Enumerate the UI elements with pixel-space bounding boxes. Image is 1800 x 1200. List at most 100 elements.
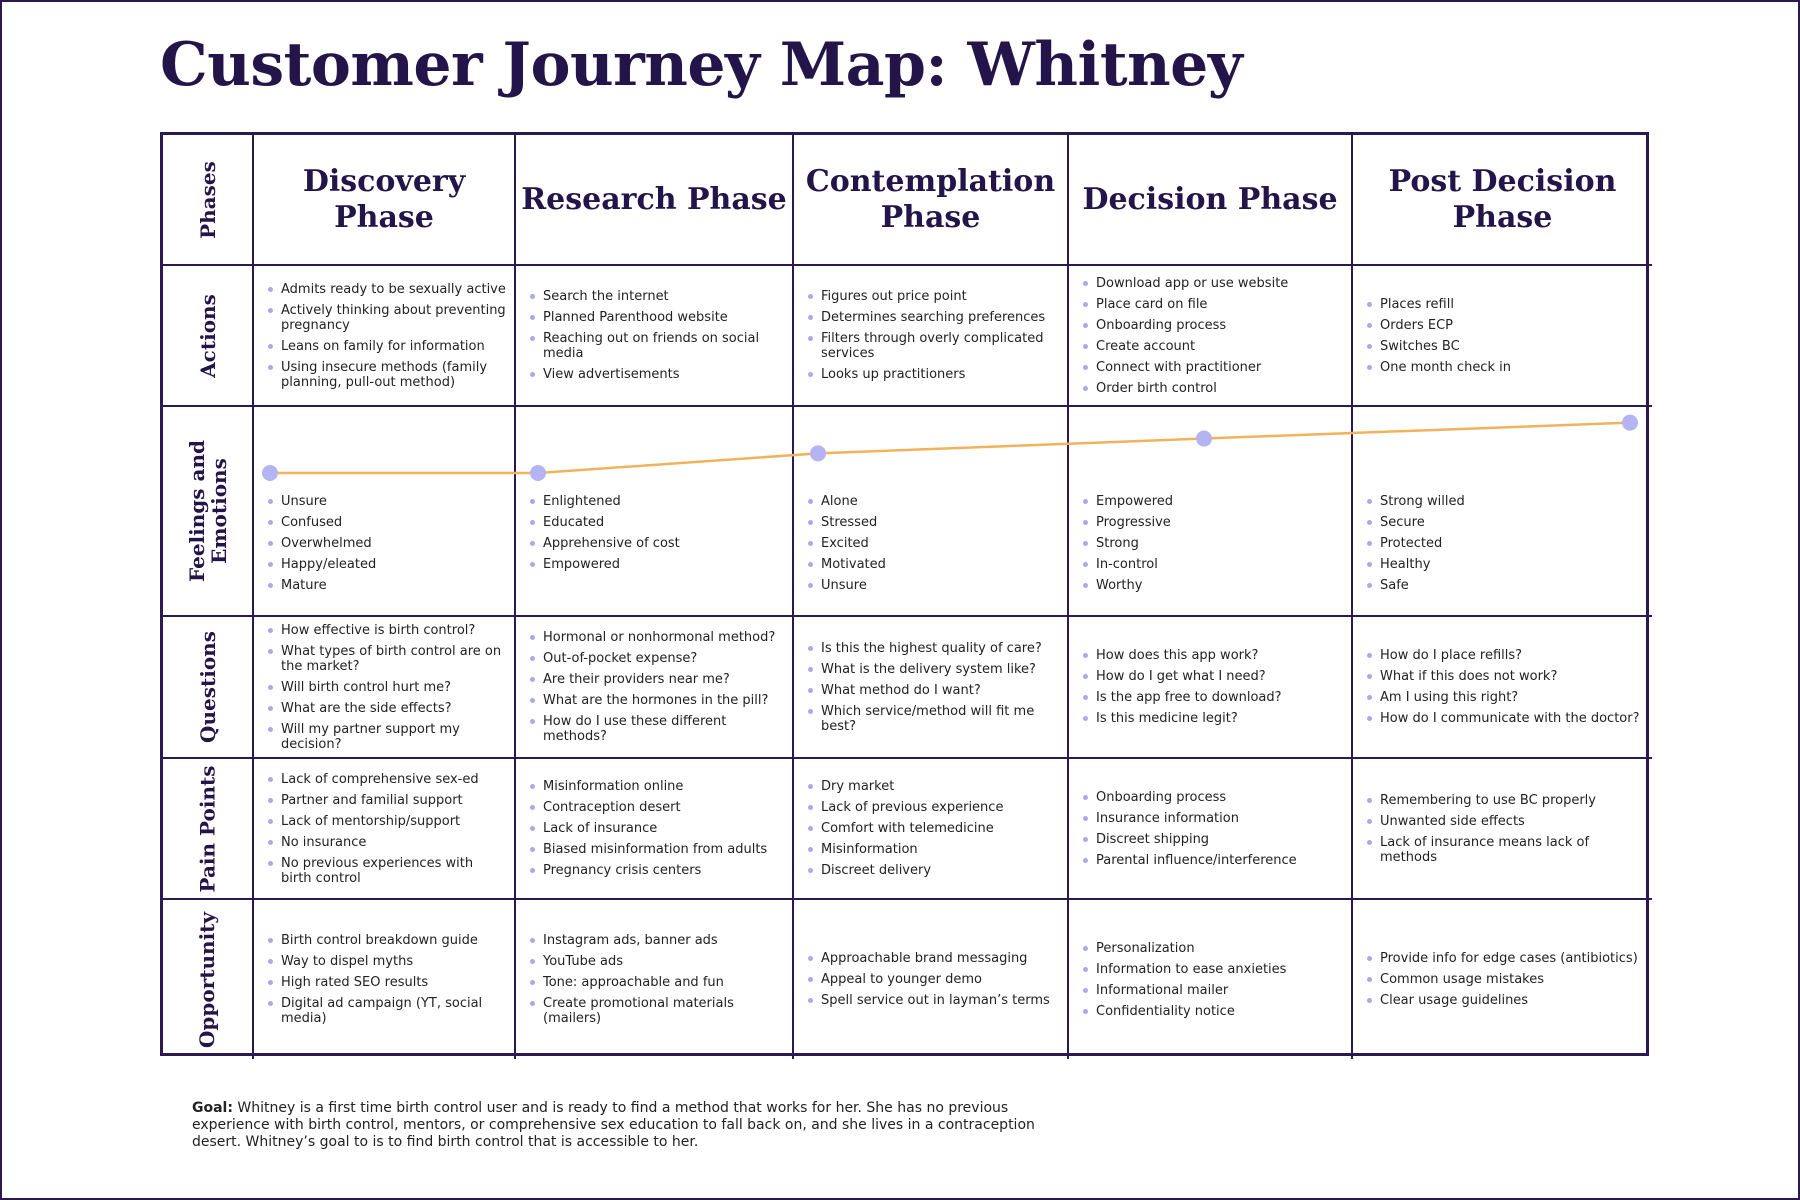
questions-list: How effective is birth control? What type… [268, 623, 506, 752]
list-item: What types of birth control are on the m… [268, 644, 506, 674]
phase-header-research-phase: Research Phase [516, 135, 794, 266]
list-item: Misinformation online [530, 779, 784, 794]
list-item: How effective is birth control? [268, 623, 506, 638]
list-item: Lack of insurance [530, 821, 784, 836]
list-item: Reaching out on friends on social media [530, 331, 784, 361]
list-item: Progressive [1083, 515, 1343, 530]
list-item: Orders ECP [1367, 318, 1644, 333]
list-item: One month check in [1367, 360, 1644, 375]
questions-cell-post-decision-phase: How do I place refills?What if this does… [1353, 617, 1652, 759]
list-item: Is this the highest quality of care? [808, 641, 1059, 656]
list-item: Switches BC [1367, 339, 1644, 354]
list-item: Discreet delivery [808, 863, 1059, 878]
list-item: How do I use these different methods? [530, 714, 784, 744]
list-item: Search the internet [530, 289, 784, 304]
list-item: Onboarding process [1083, 318, 1343, 333]
list-item: Comfort with telemedicine [808, 821, 1059, 836]
opportunity-cell-post-decision-phase: Provide info for edge cases (antibiotics… [1353, 900, 1652, 1059]
list-item: Confidentiality notice [1083, 1004, 1343, 1019]
list-item: Looks up practitioners [808, 367, 1059, 382]
list-item: Strong [1083, 536, 1343, 551]
list-item: Unsure [268, 494, 506, 509]
list-item: Unwanted side effects [1367, 814, 1644, 829]
list-item: Empowered [530, 557, 784, 572]
list-item: View advertisements [530, 367, 784, 382]
list-item: In-control [1083, 557, 1343, 572]
list-item: What if this does not work? [1367, 669, 1644, 684]
list-item: Tone: approachable and fun [530, 975, 784, 990]
list-item: No insurance [268, 835, 506, 850]
list-item: Order birth control [1083, 381, 1343, 396]
list-item: Create promotional materials (mailers) [530, 996, 784, 1026]
phase-header-decision-phase: Decision Phase [1069, 135, 1353, 266]
list-item: What is the delivery system like? [808, 662, 1059, 677]
list-item: Lack of insurance means lack of methods [1367, 835, 1644, 865]
list-item: Am I using this right? [1367, 690, 1644, 705]
phase-name: Discovery Phase [302, 163, 466, 235]
goal-label: Goal: [192, 1100, 233, 1116]
list-item: Dry market [808, 779, 1059, 794]
list-item: Enlightened [530, 494, 784, 509]
phase-name: Research Phase [521, 181, 787, 217]
list-item: What method do I want? [808, 683, 1059, 698]
list-item: Create account [1083, 339, 1343, 354]
list-item: Alone [808, 494, 1059, 509]
list-item: What are the side effects? [268, 701, 506, 716]
list-item: Birth control breakdown guide [268, 933, 506, 948]
list-item: Onboarding process [1083, 790, 1343, 805]
list-item: YouTube ads [530, 954, 784, 969]
list-item: Figures out price point [808, 289, 1059, 304]
opportunity-list: Provide info for edge cases (antibiotics… [1367, 951, 1644, 1008]
questions-list: How does this app work?How do I get what… [1083, 648, 1343, 726]
list-item: Using insecure methods (family planning,… [268, 360, 506, 390]
phase-header-post-decision-phase: Post Decision Phase [1353, 135, 1652, 266]
questions-list: Is this the highest quality of care? What… [808, 641, 1059, 734]
questions-cell-research-phase: Hormonal or nonhormonal method?Out-of-po… [516, 617, 794, 759]
list-item: Clear usage guidelines [1367, 993, 1644, 1008]
list-item: Lack of comprehensive sex-ed [268, 772, 506, 787]
list-item: Misinformation [808, 842, 1059, 857]
questions-cell-contemplation-phase: Is this the highest quality of care? What… [794, 617, 1069, 759]
list-item: Confused [268, 515, 506, 530]
list-item: Out-of-pocket expense? [530, 651, 784, 666]
phase-name: Decision Phase [1082, 181, 1338, 217]
list-item: Worthy [1083, 578, 1343, 593]
list-item: Contraception desert [530, 800, 784, 815]
list-item: Which service/method will fit me best? [808, 704, 1059, 734]
phase-name: Contemplation Phase [805, 163, 1056, 235]
row-label-text: Feelings and Emotions [184, 440, 231, 582]
list-item: Determines searching preferences [808, 310, 1059, 325]
row-label-pain-points: Pain Points [163, 759, 254, 900]
goal-statement: Goal: Whitney is a first time birth cont… [192, 1100, 1072, 1151]
list-item: Informational mailer [1083, 983, 1343, 998]
row-label-text: Pain Points [195, 764, 220, 893]
list-item: Admits ready to be sexually active [268, 282, 506, 297]
list-item: Stressed [808, 515, 1059, 530]
questions-list: How do I place refills?What if this does… [1367, 648, 1644, 726]
list-item: How do I communicate with the doctor? [1367, 711, 1644, 726]
list-item: Download app or use website [1083, 276, 1343, 291]
row-label-text: Opportunity [195, 911, 220, 1048]
phase-header-discovery-phase: Discovery Phase [254, 135, 516, 266]
row-label-questions: Questions [163, 617, 254, 759]
list-item: Personalization [1083, 941, 1343, 956]
list-item: Place card on file [1083, 297, 1343, 312]
